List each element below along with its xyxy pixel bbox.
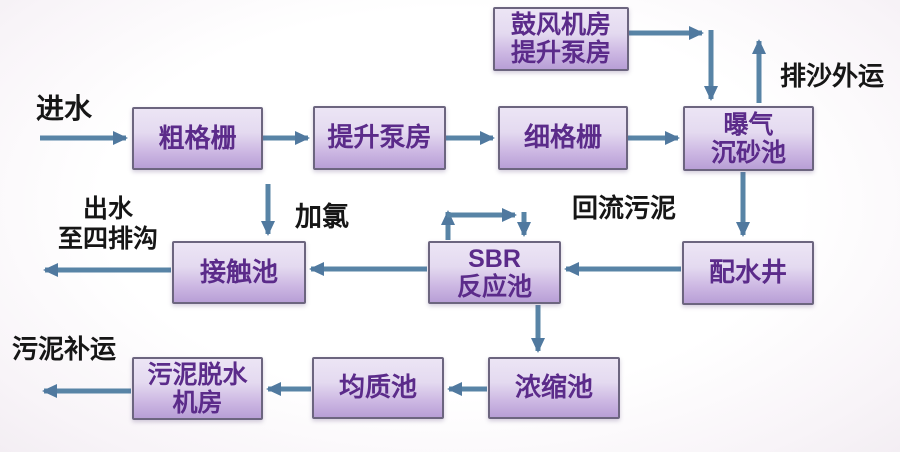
- node-blower-room: 鼓风机房 提升泵房: [493, 7, 629, 71]
- node-distribution-well: 配水井: [682, 241, 814, 305]
- node-homogenization-tank: 均质池: [312, 357, 444, 419]
- node-sbr-reactor: SBR 反应池: [428, 241, 561, 304]
- label-chlorination: 加氯: [295, 202, 349, 232]
- label-return-sludge: 回流污泥: [572, 193, 677, 223]
- node-aerated-grit-chamber: 曝气 沉砂池: [683, 106, 814, 171]
- label-sand-removal: 排沙外运: [780, 61, 885, 91]
- node-contact-tank: 接触池: [172, 241, 306, 304]
- node-lift-pump-house: 提升泵房: [313, 106, 446, 170]
- node-sludge-dewatering-room: 污泥脱水 机房: [132, 357, 263, 420]
- label-inlet: 进水: [36, 93, 93, 124]
- node-coarse-screen: 粗格栅: [132, 107, 263, 170]
- node-fine-screen: 细格栅: [498, 106, 628, 170]
- label-outlet: 出水 至四排沟: [57, 195, 158, 253]
- label-sludge-transport: 污泥补运: [12, 334, 117, 364]
- node-thickening-tank: 浓缩池: [488, 357, 620, 419]
